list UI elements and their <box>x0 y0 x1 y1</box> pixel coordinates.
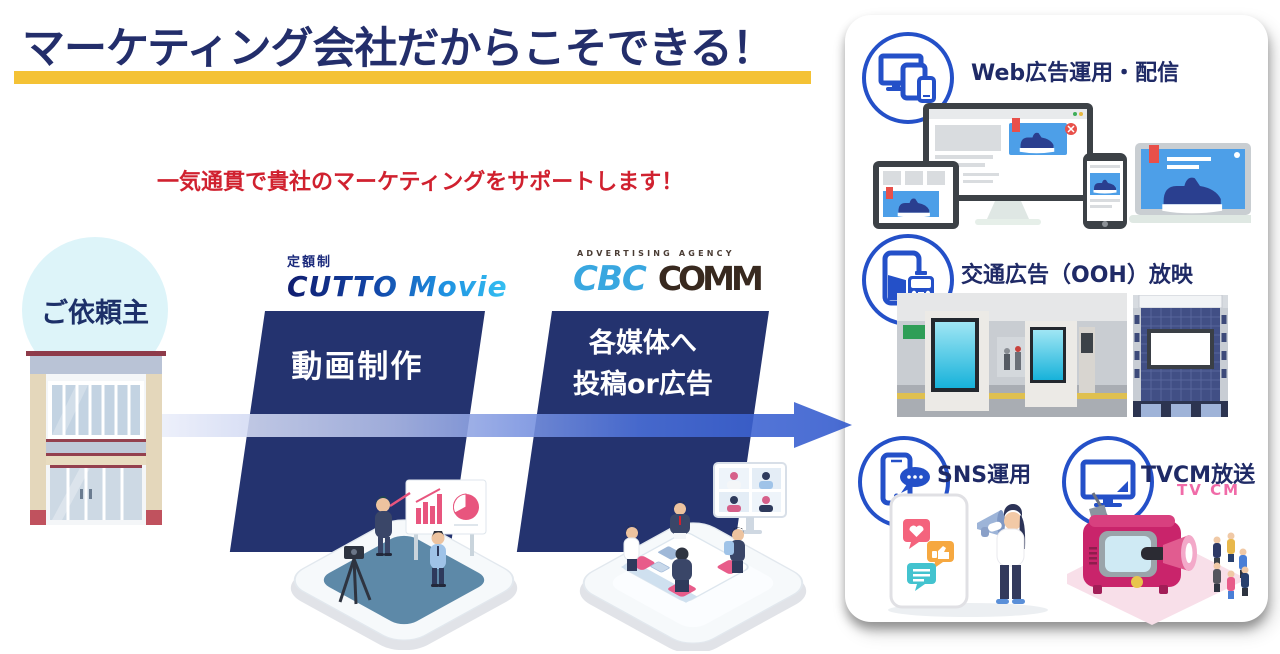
cbc-comm-logo: ADVERTISING AGENCY CBC COMM <box>573 249 764 299</box>
cutto-movie-wordmark: CUTTO Movie <box>287 270 508 303</box>
billboard-building-illustration <box>1133 295 1228 417</box>
client-building-illustration <box>26 351 166 525</box>
presentation-board <box>405 479 487 560</box>
video-production-scene <box>290 479 518 650</box>
cbc-wordmark: CBC <box>573 259 647 299</box>
advertising-agency-note: ADVERTISING AGENCY <box>577 249 735 258</box>
presenter-figure <box>375 491 411 556</box>
web-ads-illustration <box>873 103 1251 229</box>
tv-icon <box>1062 436 1154 528</box>
flow-arrow <box>148 402 852 448</box>
title-underline <box>14 71 811 84</box>
comm-wordmark: COMM <box>657 259 764 298</box>
step1-label: 動画制作 <box>291 349 424 385</box>
audience-figures <box>1213 532 1249 599</box>
client-label: ご依頼主 <box>41 297 149 329</box>
sns-illustration <box>888 493 1048 617</box>
speaker-figure <box>430 531 446 587</box>
attendee-left <box>623 525 655 571</box>
service-tvcm-heading: TVCM放送 <box>1141 463 1256 488</box>
tvcm-caption: TV CM <box>1177 481 1240 499</box>
services-panel: Web広告運用・配信 <box>845 15 1268 625</box>
station-signage-photo <box>897 293 1127 417</box>
cutto-movie-logo: 定額制 CUTTO Movie <box>287 251 508 303</box>
page-title: マーケティング会社だからこそできる！ <box>22 24 775 74</box>
signage-train-icon <box>862 234 954 326</box>
media-posting-scene <box>579 462 807 651</box>
tvcm-illustration <box>1067 492 1249 625</box>
service-ooh-heading: 交通広告（OOH）放映 <box>961 263 1193 288</box>
service-web-ads-heading: Web広告運用・配信 <box>971 61 1180 86</box>
page-subtitle: 一気通貫で貴社のマーケティングをサポートします！ <box>157 170 684 195</box>
attendee-right <box>717 527 745 574</box>
video-call-monitor <box>713 462 787 534</box>
camera-tripod <box>338 546 372 605</box>
attendee-bottom <box>650 547 696 597</box>
megaphone-person <box>977 504 1026 604</box>
cutto-plan-note: 定額制 <box>287 255 333 270</box>
devices-icon <box>862 32 954 124</box>
step2-label-line2: 投稿or広告 <box>572 369 713 400</box>
step2-label-line1: 各媒体へ <box>588 328 697 359</box>
service-sns-heading: SNS運用 <box>937 463 1032 488</box>
attendee-top <box>670 501 690 539</box>
megaphone-from-screen <box>1141 535 1197 571</box>
